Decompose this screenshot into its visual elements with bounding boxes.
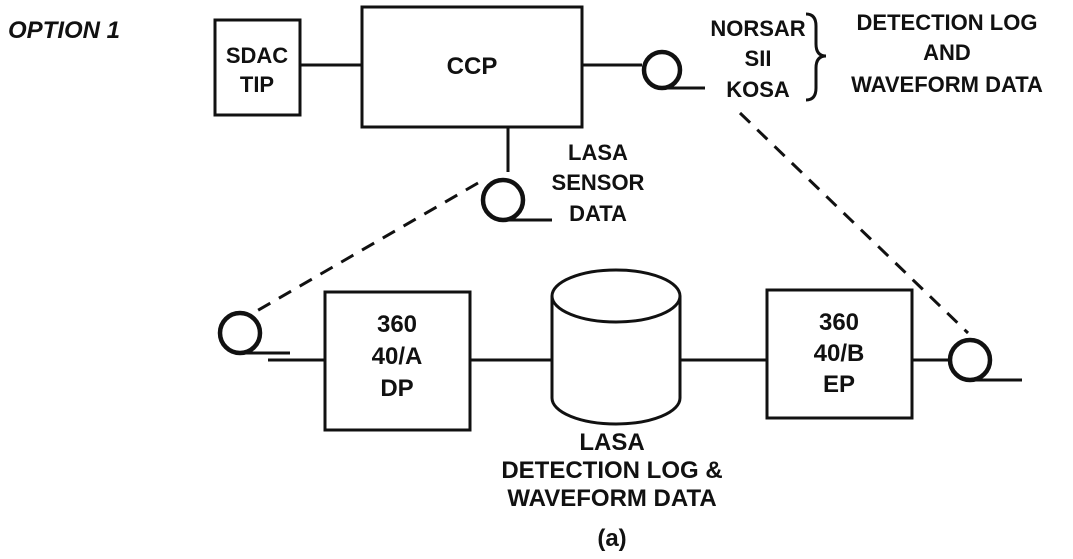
disk-label-line1: LASA xyxy=(579,429,644,456)
site-kosa: KOSA xyxy=(726,77,790,102)
site-norsar: NORSAR xyxy=(710,16,805,41)
dashed-transfer-lasa xyxy=(254,181,479,314)
dashed-transfer-norsar xyxy=(738,111,970,335)
disk-label-line3: WAVEFORM DATA xyxy=(507,485,716,512)
figure-caption: (a) xyxy=(597,525,626,552)
ccp-label: CCP xyxy=(447,53,498,80)
site-sii: SII xyxy=(745,46,772,71)
sdac-label: SDAC xyxy=(226,43,288,68)
ep-line1: 360 xyxy=(819,309,859,336)
grouping-brace xyxy=(805,12,827,102)
detection-log-line2: AND xyxy=(923,40,971,65)
ep-line2: 40/B xyxy=(814,340,865,367)
detection-log-line3: WAVEFORM DATA xyxy=(851,72,1043,97)
ep-box: 360 40/B EP xyxy=(765,288,914,420)
dp-line2: 40/A xyxy=(372,343,423,370)
tape-reel-icon xyxy=(947,337,1022,383)
tape-reel-icon xyxy=(480,177,552,223)
tip-label: TIP xyxy=(240,72,274,97)
lasa-sensor-line3: DATA xyxy=(569,201,627,226)
lasa-sensor-line1: LASA xyxy=(568,140,628,165)
dp-line3: DP xyxy=(380,375,413,402)
ccp-box: CCP xyxy=(360,5,584,129)
dp-box: 360 40/A DP xyxy=(323,290,472,432)
tape-reel-icon xyxy=(217,310,290,356)
detection-log-line1: DETECTION LOG xyxy=(857,10,1038,35)
disk-label-line2: DETECTION LOG & xyxy=(501,457,722,484)
sdac-tip-box: SDAC TIP xyxy=(213,18,302,117)
option-label: OPTION 1 xyxy=(8,17,120,44)
ep-line3: EP xyxy=(823,371,855,398)
dp-line1: 360 xyxy=(377,311,417,338)
tape-reel-icon xyxy=(641,49,705,91)
lasa-sensor-line2: SENSOR xyxy=(552,170,645,195)
disk-storage-icon xyxy=(550,268,682,426)
